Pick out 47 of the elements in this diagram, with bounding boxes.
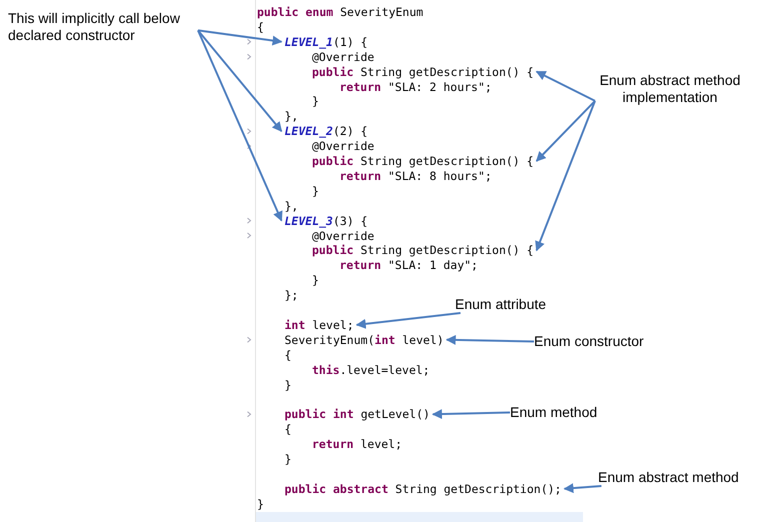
code-line: LEVEL_1(1) { bbox=[284, 34, 368, 49]
code-line: @Override bbox=[312, 139, 374, 154]
callout-text: Enum constructor bbox=[534, 333, 674, 350]
code-line: } bbox=[312, 273, 319, 288]
code-line: this.level=level; bbox=[312, 362, 430, 377]
code-line: public String getDescription() { bbox=[312, 243, 534, 258]
code-line: { bbox=[257, 20, 264, 34]
code-line: } bbox=[312, 94, 319, 108]
code-line: }, bbox=[284, 109, 298, 124]
arrow bbox=[356, 312, 461, 329]
code-line: public String getDescription() { bbox=[312, 64, 534, 79]
code-line: LEVEL_3(3) { bbox=[284, 214, 368, 228]
arrow bbox=[563, 483, 602, 494]
callout-text: Enum abstract method implementation bbox=[595, 72, 745, 106]
code-line: @Override bbox=[312, 228, 374, 242]
code-line: return "SLA: 2 hours"; bbox=[340, 80, 492, 94]
code-line: { bbox=[284, 348, 292, 362]
arrow bbox=[197, 30, 282, 222]
code-line: } bbox=[284, 378, 292, 392]
code-line: } bbox=[257, 496, 264, 511]
code-line: } bbox=[312, 184, 319, 198]
arrow bbox=[535, 100, 596, 252]
callout-text: Enum abstract method bbox=[598, 469, 768, 486]
callout-text: This will implicitly call below declared constructor bbox=[8, 10, 198, 44]
arrow bbox=[536, 70, 596, 102]
code-line: public int getLevel() bbox=[284, 407, 430, 422]
code-line: LEVEL_2(2) { bbox=[284, 124, 368, 138]
code-line: public abstract String getDescription(); bbox=[284, 482, 562, 496]
arrow bbox=[432, 409, 510, 420]
code-line: } bbox=[284, 452, 292, 466]
callout-text: Enum attribute bbox=[455, 296, 565, 313]
code-line: return "SLA: 1 day"; bbox=[340, 258, 478, 272]
arrow bbox=[197, 30, 282, 132]
code-line: }, bbox=[284, 198, 298, 213]
code-line: }; bbox=[284, 288, 298, 302]
arrow bbox=[536, 100, 596, 162]
code-line: int level; bbox=[284, 318, 354, 332]
code-line: public enum SeverityEnum bbox=[257, 5, 424, 19]
code-line: @Override bbox=[312, 50, 374, 64]
arrow bbox=[446, 334, 534, 345]
code-line: { bbox=[284, 422, 292, 436]
arrow bbox=[198, 29, 282, 46]
code-line: return level; bbox=[312, 437, 402, 452]
code-line: SeverityEnum(int level) bbox=[284, 332, 444, 347]
callout-text: Enum method bbox=[510, 404, 620, 421]
code-line: return "SLA: 8 hours"; bbox=[340, 168, 492, 183]
code-line: public String getDescription() { bbox=[312, 154, 534, 168]
